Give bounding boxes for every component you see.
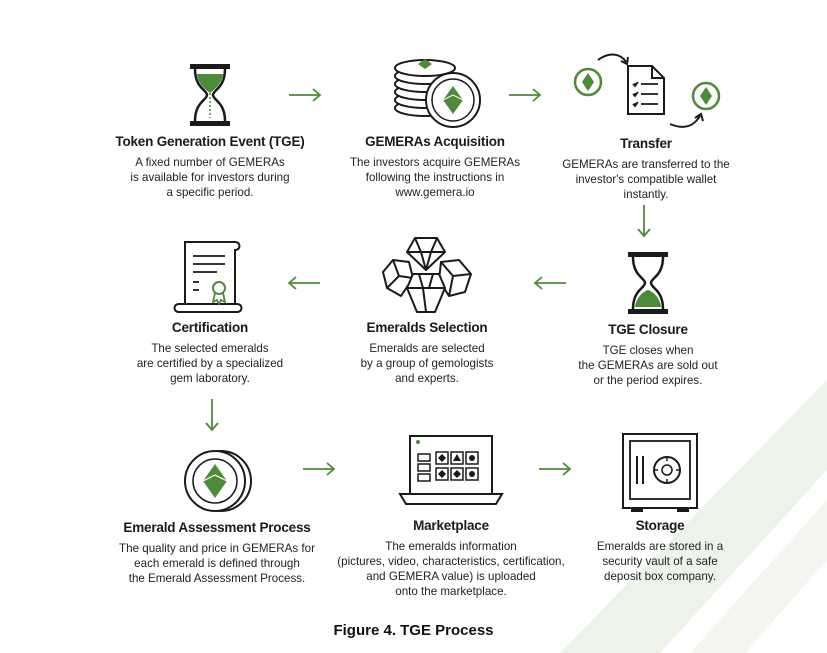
laptop-icon xyxy=(398,435,504,505)
step-tge: Token Generation Event (TGE) A fixed num… xyxy=(90,60,330,200)
step-transfer: Transfer GEMERAs are transferred to the … xyxy=(526,52,766,202)
arrow-right-icon xyxy=(289,88,322,102)
step-marketplace: Marketplace The emeralds information (pi… xyxy=(331,432,571,599)
figure-caption: Figure 4. TGE Process xyxy=(333,622,494,639)
step-title: Marketplace xyxy=(413,518,489,533)
step-description: A fixed number of GEMERAs is available f… xyxy=(130,156,290,199)
step-title: Token Generation Event (TGE) xyxy=(115,134,305,149)
step-description: The selected emeralds are certified by a… xyxy=(136,342,284,385)
arrow-right-icon xyxy=(303,462,336,476)
step-title: Transfer xyxy=(620,136,672,151)
step-description: The emeralds information (pictures, vide… xyxy=(337,540,565,598)
step-title: Certification xyxy=(171,320,249,335)
step-emerald-assessment: Emerald Assessment Process The quality a… xyxy=(97,446,337,586)
arrow-down-icon xyxy=(637,205,651,238)
arrow-down-icon xyxy=(205,399,219,432)
step-title: Emerald Assessment Process xyxy=(123,520,311,535)
step-title: Emeralds Selection xyxy=(366,320,488,335)
step-storage: Storage Emeralds are stored in a securit… xyxy=(540,430,780,584)
step-emeralds-selection: Emeralds Selection Emeralds are selected… xyxy=(307,234,547,386)
arrow-left-icon xyxy=(287,276,320,290)
step-certification: Certification The selected emeralds are … xyxy=(90,238,330,386)
step-description: TGE closes when the GEMERAs are sold out… xyxy=(578,344,718,387)
step-title: Storage xyxy=(635,518,685,533)
step-description: Emeralds are selected by a group of gemo… xyxy=(360,342,494,385)
arrow-right-icon xyxy=(509,88,542,102)
coin-stack-icon xyxy=(394,59,481,128)
step-description: GEMERAs are transferred to the investor'… xyxy=(562,158,730,201)
certificate-icon xyxy=(173,241,243,313)
step-description: Emeralds are stored in a security vault … xyxy=(596,540,724,583)
gemstones-icon xyxy=(382,237,472,313)
step-title: GEMERAs Acquisition xyxy=(365,134,505,149)
arrow-right-icon xyxy=(539,462,572,476)
step-title: TGE Closure xyxy=(608,322,688,337)
step-acquisition: GEMERAs Acquisition The investors acquir… xyxy=(315,56,555,200)
step-description: The investors acquire GEMERAs following … xyxy=(349,156,521,199)
document-transfer-icon xyxy=(573,53,721,128)
hourglass-top-icon xyxy=(190,64,230,126)
emerald-coin-icon xyxy=(184,450,252,512)
arrow-left-icon xyxy=(533,276,566,290)
safe-vault-icon xyxy=(622,433,698,512)
step-description: The quality and price in GEMERAs for eac… xyxy=(119,542,315,585)
step-tge-closure: TGE Closure TGE closes when the GEMERAs … xyxy=(528,248,768,388)
hourglass-bottom-icon xyxy=(628,252,668,314)
